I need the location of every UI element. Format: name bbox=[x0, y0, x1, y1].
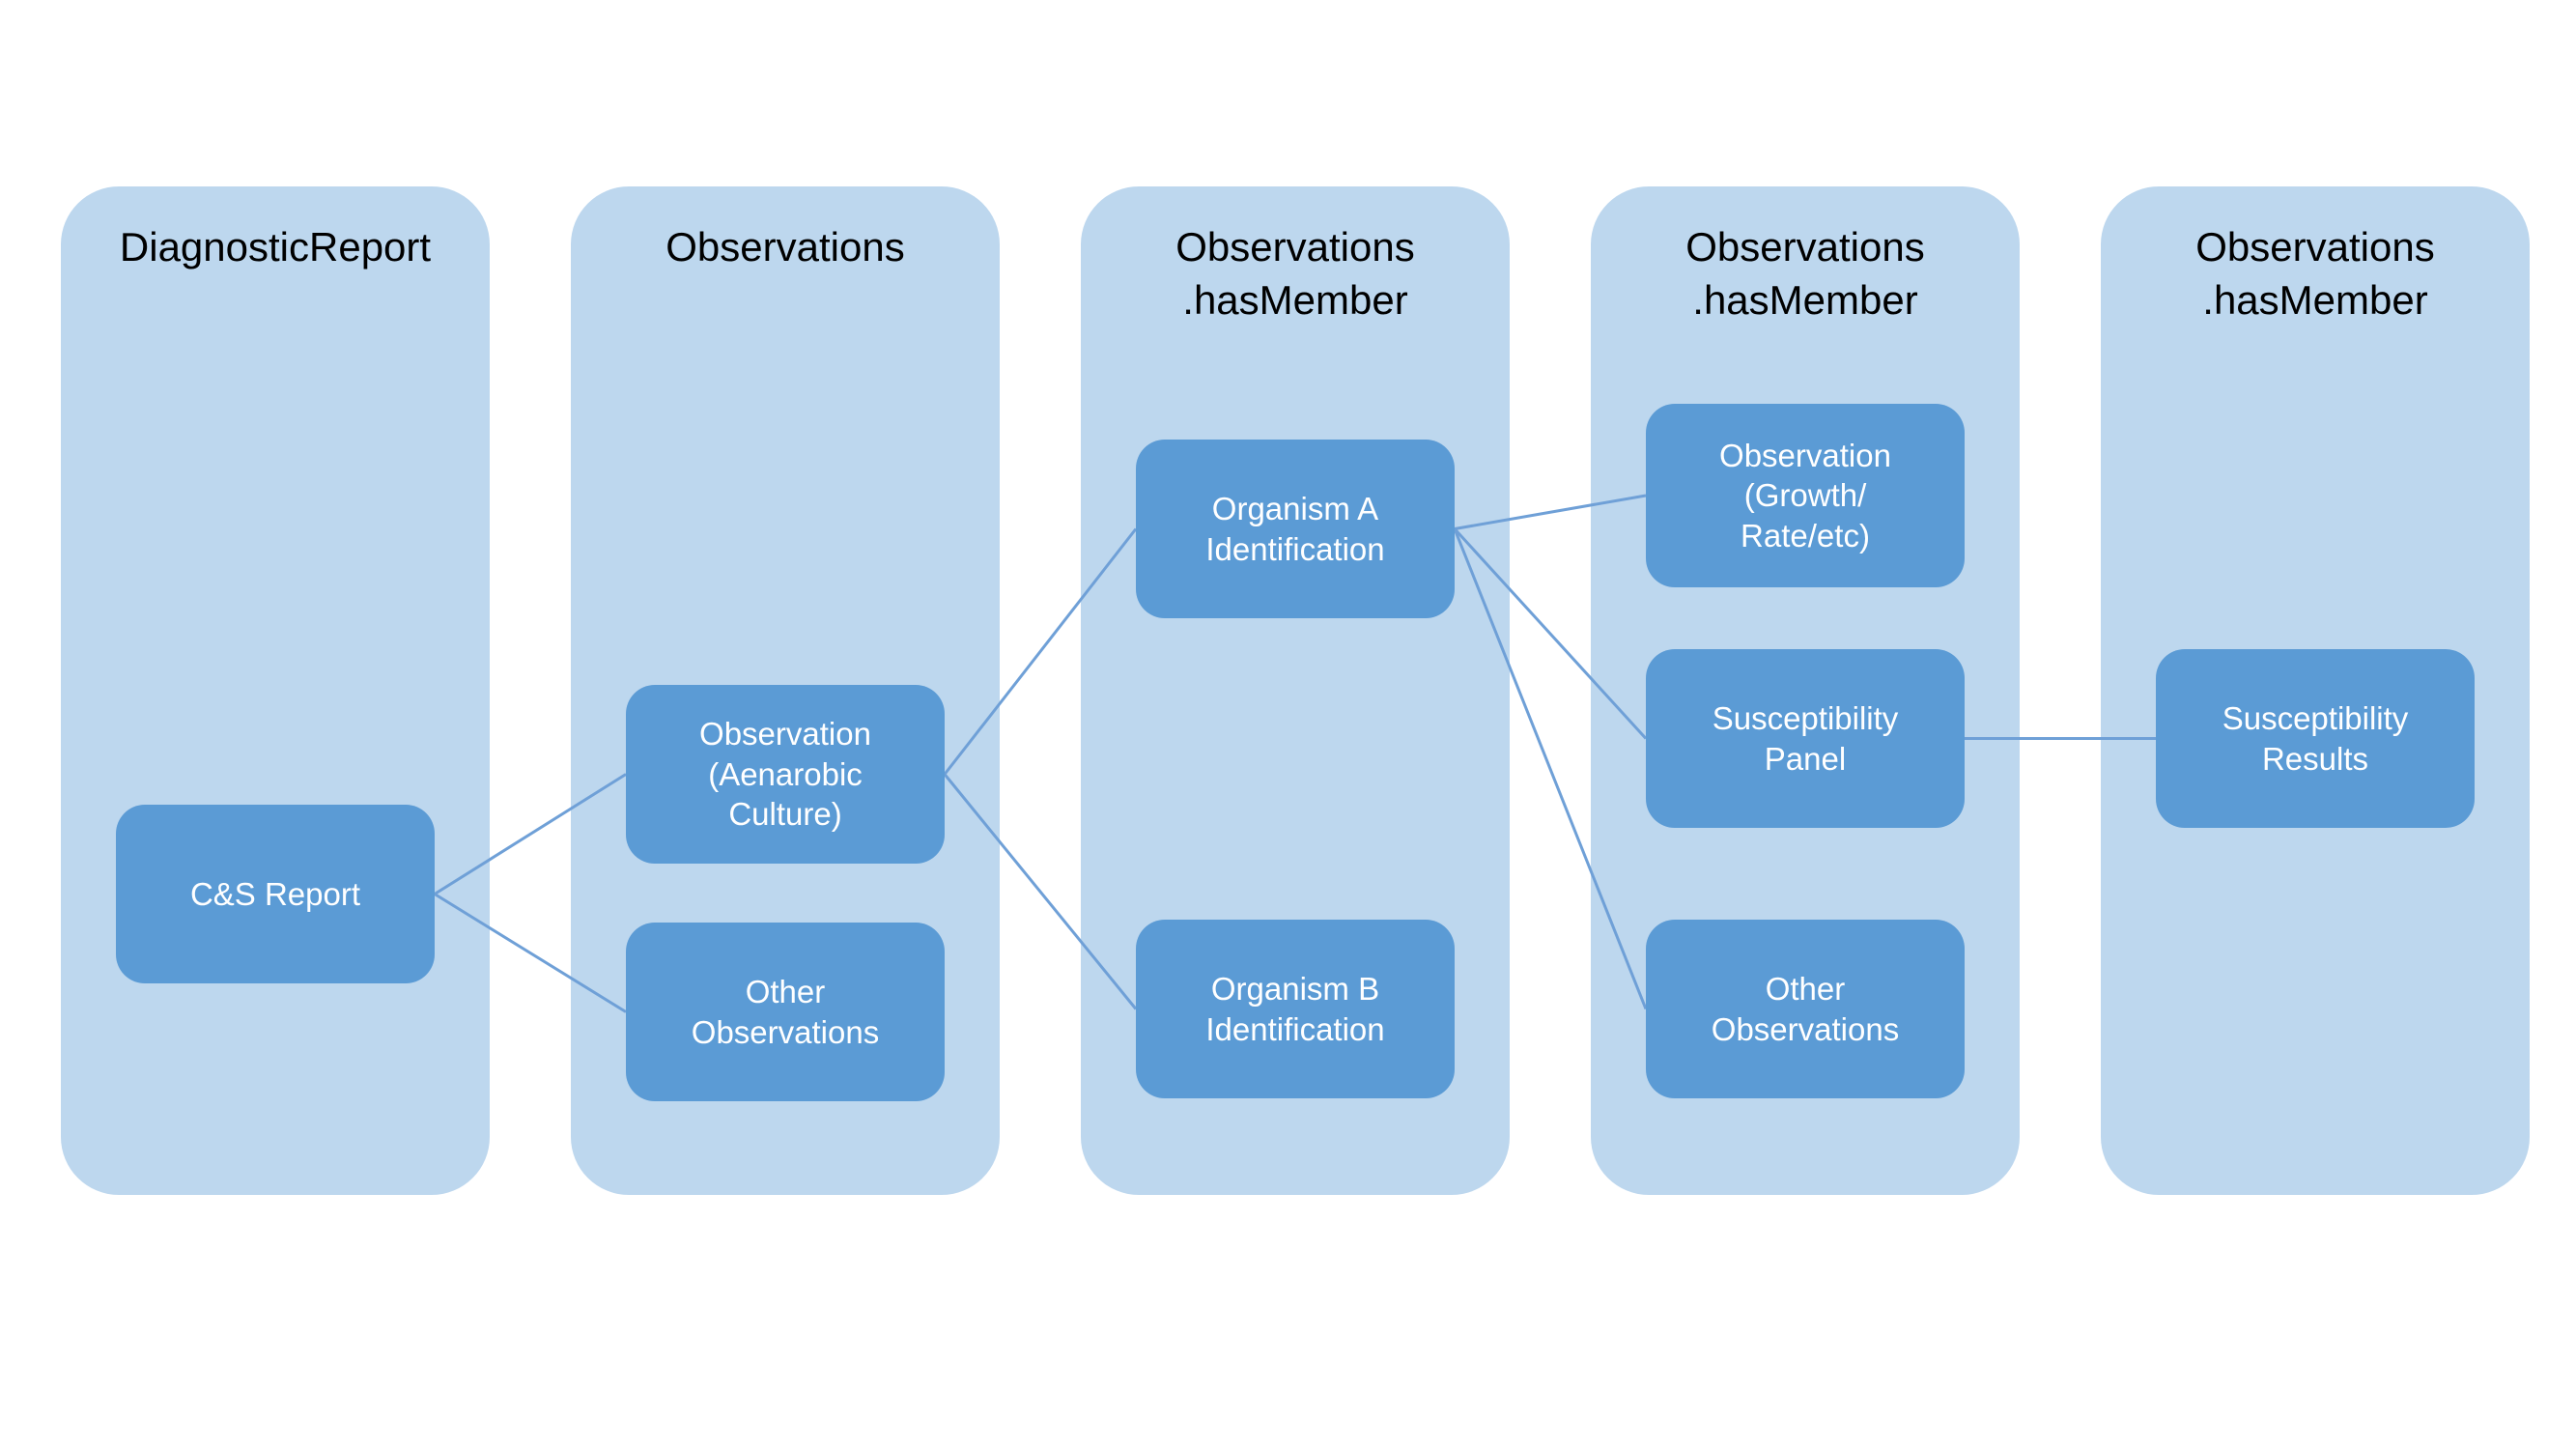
column-title: Observations .hasMember bbox=[2101, 186, 2530, 327]
node-susceptibility-panel: Susceptibility Panel bbox=[1646, 649, 1965, 828]
column-title-line1: Observations bbox=[1175, 224, 1415, 270]
column-title-line1: Observations bbox=[2195, 224, 2435, 270]
node-observation-growth-rate: Observation (Growth/ Rate/etc) bbox=[1646, 404, 1965, 587]
column-title: Observations .hasMember bbox=[1591, 186, 2020, 327]
node-susceptibility-results: Susceptibility Results bbox=[2156, 649, 2475, 828]
node-observation-aenarobic-culture: Observation (Aenarobic Culture) bbox=[626, 685, 945, 864]
column-title-line2: .hasMember bbox=[1182, 276, 1408, 323]
node-organism-b-identification: Organism B Identification bbox=[1136, 920, 1455, 1098]
column-title-line2: .hasMember bbox=[1692, 276, 1918, 323]
node-cs-report: C&S Report bbox=[116, 805, 435, 983]
column-title-line1: Observations bbox=[665, 224, 905, 270]
node-organism-a-identification: Organism A Identification bbox=[1136, 440, 1455, 618]
column-diagnosticreport: DiagnosticReport bbox=[61, 186, 490, 1195]
node-other-observations-1: Other Observations bbox=[626, 923, 945, 1101]
column-title: Observations bbox=[571, 186, 1000, 274]
column-title-line2: .hasMember bbox=[2202, 276, 2428, 323]
column-title: Observations .hasMember bbox=[1081, 186, 1510, 327]
column-title-line1: Observations bbox=[1685, 224, 1925, 270]
node-other-observations-2: Other Observations bbox=[1646, 920, 1965, 1098]
column-title: DiagnosticReport bbox=[61, 186, 490, 274]
column-title-line1: DiagnosticReport bbox=[119, 224, 432, 270]
